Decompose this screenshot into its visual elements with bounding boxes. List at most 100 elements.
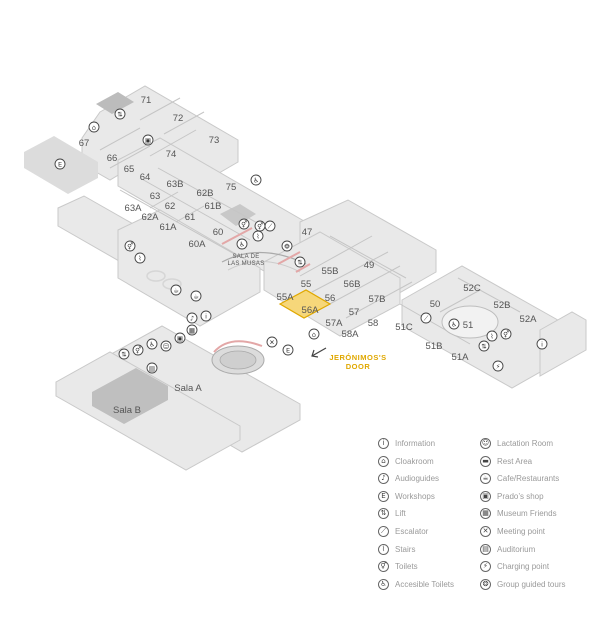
room-label-r51C: 51C xyxy=(395,322,413,333)
toilets-icon[interactable]: ⚥ xyxy=(238,218,250,230)
stairs-icon: ⌇ xyxy=(378,543,389,555)
accessible-toilets-icon[interactable]: ♿ xyxy=(250,174,262,186)
toilets-icon[interactable]: ⚥ xyxy=(132,344,144,356)
svg-text:⇅: ⇅ xyxy=(297,259,303,267)
room-label-r67: 67 xyxy=(79,138,90,149)
museum-friends-icon[interactable]: ▦ xyxy=(186,324,198,336)
meeting-point-icon[interactable]: ✕ xyxy=(266,336,278,348)
prados-shop-icon[interactable]: ▣ xyxy=(142,134,154,146)
workshops-icon[interactable]: E xyxy=(282,344,294,356)
stairs-icon[interactable]: ⌇ xyxy=(134,252,146,264)
cloakroom-icon[interactable]: ⌂ xyxy=(88,121,100,133)
room-label-r55: 55 xyxy=(301,279,312,290)
legend-item-lift: ⇅Lift xyxy=(378,508,406,520)
toilets-icon[interactable]: ⚥ xyxy=(254,220,266,232)
svg-text:☕: ☕ xyxy=(193,293,199,301)
legend-label: Accesible Toilets xyxy=(395,579,454,589)
room-label-r57A: 57A xyxy=(326,318,344,329)
svg-text:⌇: ⌇ xyxy=(490,333,493,341)
room-label-r47: 47 xyxy=(302,227,313,238)
lift-icon[interactable]: ⇅ xyxy=(118,348,130,360)
prados-shop-icon[interactable]: ▣ xyxy=(174,332,186,344)
south-annex xyxy=(117,209,261,327)
room-label-r74: 74 xyxy=(166,149,177,160)
svg-text:☕: ☕ xyxy=(173,287,179,295)
room-label-r63A: 63A xyxy=(125,203,143,214)
auditorium-icon[interactable]: ▤ xyxy=(146,362,158,374)
rest-area-icon: ▬ xyxy=(480,455,491,467)
room-label-r61: 61 xyxy=(185,212,196,223)
cafe-restaurants-icon[interactable]: ☕ xyxy=(190,290,202,302)
room-label-r52B: 52B xyxy=(494,300,511,311)
room-label-r58: 58 xyxy=(368,318,379,329)
legend-label: Toilets xyxy=(395,562,418,572)
workshops-icon[interactable]: E xyxy=(54,158,66,170)
toilets-icon: ⚥ xyxy=(378,561,389,573)
audioguides-icon[interactable]: ♪ xyxy=(186,312,198,324)
east-annex xyxy=(539,311,587,377)
room-label-r51A: 51A xyxy=(452,352,470,363)
lactation-room-icon: ☺ xyxy=(480,438,491,449)
cloakroom-icon[interactable]: ⌂ xyxy=(308,328,320,340)
lactation-room-icon[interactable]: ☺ xyxy=(160,340,172,352)
toilets-icon[interactable]: ⚥ xyxy=(124,240,136,252)
room-label-r75: 75 xyxy=(226,182,237,193)
cafe-restaurants-icon[interactable]: ☕ xyxy=(170,284,182,296)
legend-label: Information xyxy=(395,439,436,448)
jeronimos-door-line-1: JERÓNIMOS'S xyxy=(329,353,386,362)
lift-icon[interactable]: ⇅ xyxy=(114,108,126,120)
lift-icon[interactable]: ⇅ xyxy=(294,256,306,268)
legend-label: Audioguides xyxy=(395,474,440,484)
room-label-r63: 63 xyxy=(150,191,161,202)
legend-label: Cloakroom xyxy=(395,456,434,466)
room-label-r50: 50 xyxy=(430,299,441,310)
legend-item-group-guided-tours: ❂Group guided tours xyxy=(480,578,566,590)
svg-text:⌂: ⌂ xyxy=(312,331,316,339)
legend-label: Stairs xyxy=(395,544,416,554)
svg-text:⚥: ⚥ xyxy=(241,221,247,229)
auditorium-arc-inner xyxy=(219,350,257,370)
group-guided-tours-icon[interactable]: ❂ xyxy=(281,240,293,252)
escalator-icon: ⟋ xyxy=(378,526,389,537)
legend-label: Cafe/Restaurants xyxy=(497,474,560,484)
legend-label: Escalator xyxy=(395,527,429,536)
toilets-icon[interactable]: ⚥ xyxy=(500,328,512,340)
stairs-icon[interactable]: ⌇ xyxy=(252,230,264,242)
room-56a-highlight[interactable] xyxy=(278,289,332,319)
svg-text:⌂: ⌂ xyxy=(92,124,96,132)
room-label-r57: 57 xyxy=(349,307,360,318)
legend-label: Lift xyxy=(395,509,406,519)
svg-text:⚥: ⚥ xyxy=(127,243,133,251)
accessible-toilets-icon[interactable]: ♿ xyxy=(236,238,248,250)
legend-item-museum-friends: ▦Museum Friends xyxy=(480,508,557,520)
svg-text:⟋: ⟋ xyxy=(424,315,429,323)
legend-label: Charging point xyxy=(497,562,550,572)
cloakroom-icon: ⌂ xyxy=(378,455,389,467)
accessible-toilets-icon[interactable]: ♿ xyxy=(448,318,460,330)
legend-label: Lactation Room xyxy=(497,439,554,448)
legend-item-rest-area: ▬Rest Area xyxy=(480,455,532,467)
charging-point-icon[interactable]: ⚡ xyxy=(492,360,504,372)
lift-icon[interactable]: ⇅ xyxy=(478,340,490,352)
svg-text:✕: ✕ xyxy=(269,339,274,347)
legend-label: Workshops xyxy=(395,491,435,501)
information-icon[interactable]: i xyxy=(536,338,548,350)
cafe-restaurants-icon: ☕ xyxy=(480,473,491,485)
fountain-1 xyxy=(146,270,166,282)
legend-item-cloakroom: ⌂ Cloakroom xyxy=(378,455,434,467)
svg-text:⇅: ⇅ xyxy=(121,351,127,359)
svg-text:♿: ♿ xyxy=(149,341,155,349)
legend-item-auditorium: ▤Auditorium xyxy=(480,543,535,555)
accessible-toilets-icon[interactable]: ♿ xyxy=(146,338,158,350)
stairs-icon[interactable]: ⌇ xyxy=(486,330,498,342)
escalator-icon[interactable]: ⟋ xyxy=(420,312,432,324)
svg-text:E: E xyxy=(286,347,290,355)
information-icon[interactable]: i xyxy=(200,310,212,322)
escalator-icon[interactable]: ⟋ xyxy=(264,220,276,232)
sala-musas-line-1: SALA DE xyxy=(232,254,259,260)
pink-accent-1 xyxy=(221,227,253,245)
legend-item-meeting-point: ✕Meeting point xyxy=(480,526,545,537)
